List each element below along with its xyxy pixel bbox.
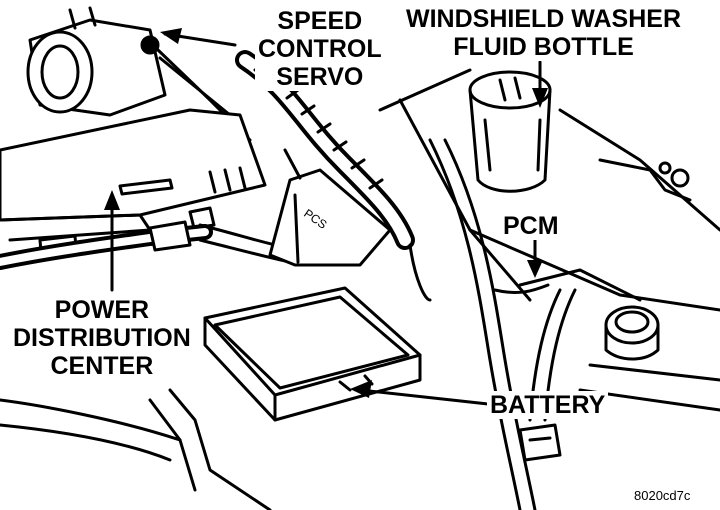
label-line: PCM [503,212,559,240]
battery-label: BATTERY [487,391,609,419]
label-line: WINDSHIELD WASHER [406,5,681,33]
label-line: DISTRIBUTION [13,324,191,352]
label-line: POWER [54,296,150,324]
pcm-label: PCM [500,212,562,240]
label-line: SPEED [277,7,363,35]
washer-bottle-drawing [468,70,552,193]
power-distribution-center-label: POWER DISTRIBUTION CENTER [10,296,194,380]
frame-rail-drawing [0,388,272,510]
windshield-washer-label: WINDSHIELD WASHER FLUID BOTTLE [403,5,684,61]
label-line: BATTERY [490,391,606,419]
battery-leader-line [358,388,490,406]
label-line: CENTER [50,352,154,380]
arrow-heads [104,28,548,398]
label-line: 8020cd7c [634,488,691,503]
label-line: FLUID BOTTLE [453,33,634,61]
servo-housing-drawing [26,6,252,142]
power-distribution-center-drawing [0,108,267,254]
battery-terminal-drawing [578,305,720,412]
fender-pcm-area-drawing [378,68,720,312]
figure-code: 8020cd7c [634,488,690,503]
wire-harness-drawing [0,220,292,270]
label-line: SERVO [276,63,364,91]
cable-bundle-drawing [428,138,577,510]
speed-control-servo-label: SPEED CONTROL SERVO [255,7,385,91]
battery-drawing [203,286,422,422]
label-line: CONTROL [258,35,382,63]
pcs-connector-drawing [268,148,392,267]
